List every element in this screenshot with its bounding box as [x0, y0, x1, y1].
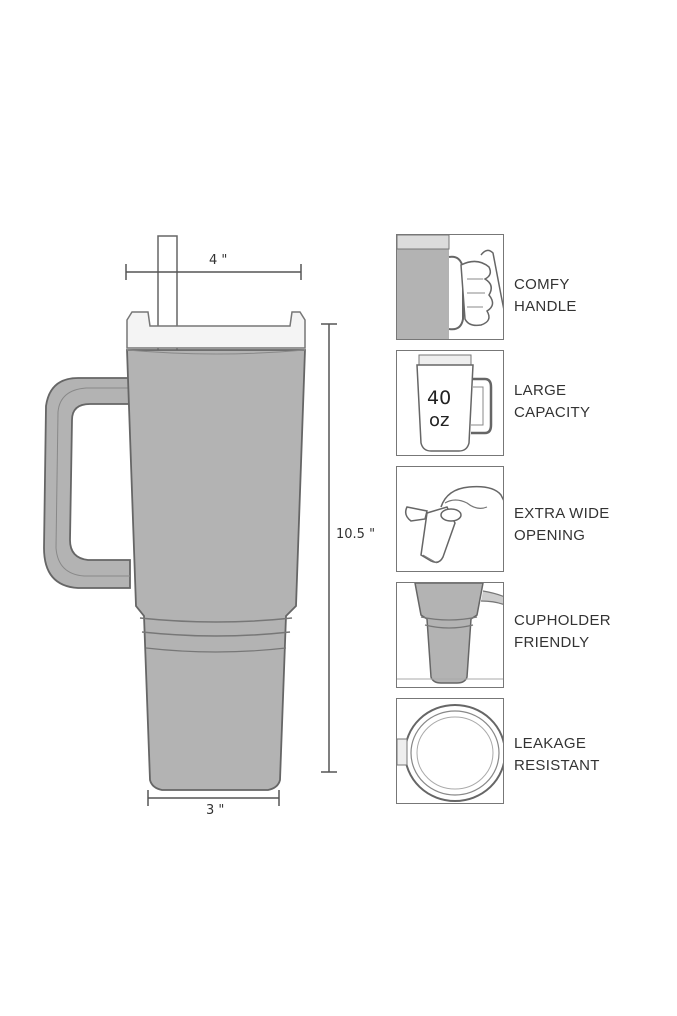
handle [43, 377, 131, 589]
handle-grip-icon [397, 235, 503, 339]
cupholder-icon [397, 583, 503, 684]
capacity-unit: oz [429, 410, 450, 431]
height-label: 10.5 " [336, 527, 376, 542]
tumbler-capacity-icon [416, 354, 493, 452]
body-ring [139, 617, 293, 623]
feature-cupholder-friendly [396, 582, 504, 688]
capacity-value: 40 [427, 387, 452, 409]
tumbler-body [126, 349, 306, 791]
base-label: 3 " [206, 803, 225, 818]
feature-leakage-resistant [396, 698, 504, 804]
feature-extra-wide-opening [396, 466, 504, 572]
feature-large-capacity: 40 oz [396, 350, 504, 456]
wide-opening-icon [404, 485, 503, 564]
feature-comfy-handle [396, 234, 504, 340]
lid-seal-icon [397, 704, 503, 802]
lid [126, 311, 306, 349]
width-label: 4 " [209, 253, 228, 268]
